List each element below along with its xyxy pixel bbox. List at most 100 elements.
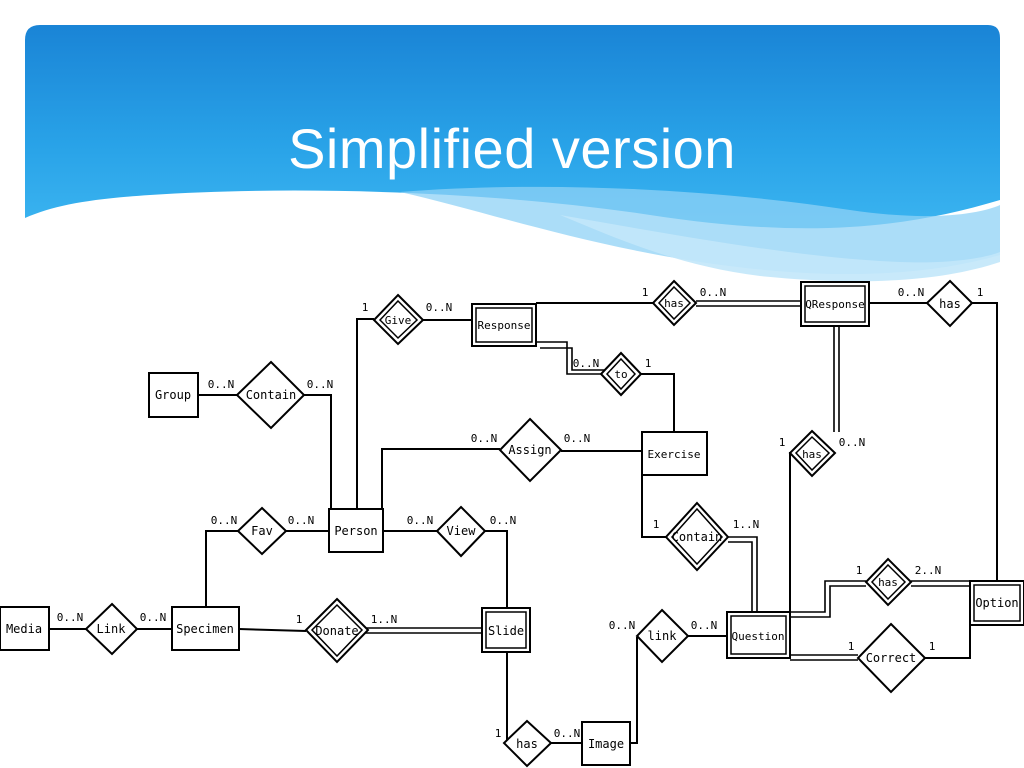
cardinality-label: 0..N bbox=[407, 514, 434, 527]
line-contain-person bbox=[304, 394, 332, 509]
banner-wave-pale bbox=[560, 215, 1000, 282]
banner-background bbox=[25, 25, 1000, 229]
line-specimen-fav bbox=[205, 530, 238, 607]
dbl-line-contain-question bbox=[728, 536, 758, 612]
svg-text:Slide: Slide bbox=[488, 624, 524, 638]
identifying-relationship-has-qresp-question: has bbox=[788, 429, 837, 478]
line-to-exercise bbox=[637, 373, 675, 433]
svg-text:Correct: Correct bbox=[866, 651, 917, 665]
svg-text:has: has bbox=[878, 576, 898, 589]
cardinality-label: 0..N bbox=[57, 611, 84, 624]
cardinality-label: 0..N bbox=[140, 611, 167, 624]
entity-group: Group bbox=[148, 372, 199, 418]
svg-text:Assign: Assign bbox=[508, 443, 551, 457]
relationship-link-media: Link bbox=[84, 602, 139, 656]
cardinality-label: 0..N bbox=[839, 436, 866, 449]
cardinality-label: 1 bbox=[848, 640, 855, 653]
identifying-relationship-has-option-question: has bbox=[864, 557, 913, 607]
identifying-relationship-has-response: has bbox=[651, 279, 698, 327]
entity-image: Image bbox=[581, 721, 631, 766]
cardinality-label: 0..N bbox=[288, 514, 315, 527]
relationship-correct: Correct bbox=[856, 622, 927, 694]
weak-entity-question: Question bbox=[726, 611, 791, 659]
svg-text:to: to bbox=[614, 368, 627, 381]
cardinality-label: 1 bbox=[362, 301, 369, 314]
svg-text:QResponse: QResponse bbox=[805, 298, 865, 311]
cardinality-label: 1 bbox=[977, 286, 984, 299]
svg-text:Option: Option bbox=[975, 596, 1018, 610]
svg-text:Response: Response bbox=[478, 319, 531, 332]
dbl-line-question-correct bbox=[790, 654, 858, 661]
line-has-option bbox=[972, 302, 998, 582]
entity-specimen: Specimen bbox=[171, 606, 240, 651]
svg-text:Person: Person bbox=[334, 524, 377, 538]
cardinality-label: 1 bbox=[856, 564, 863, 577]
cardinality-label: 1 bbox=[296, 613, 303, 626]
weak-entity-slide: Slide bbox=[481, 607, 531, 653]
banner-wave-light bbox=[400, 186, 1000, 275]
dbl-line-has-qresponse bbox=[696, 300, 801, 307]
identifying-relationship-contain-exercise: Contain bbox=[664, 501, 730, 572]
svg-text:Group: Group bbox=[155, 388, 191, 402]
cardinality-label: 1 bbox=[929, 640, 936, 653]
line-exercise-contain bbox=[641, 475, 666, 538]
svg-text:Contain: Contain bbox=[672, 530, 723, 544]
line-person-assign bbox=[381, 448, 500, 509]
svg-text:has: has bbox=[939, 297, 961, 311]
weak-entity-response: Response bbox=[471, 303, 537, 347]
svg-text:Exercise: Exercise bbox=[648, 448, 701, 461]
relationship-fav: Fav bbox=[236, 506, 288, 556]
svg-text:Question: Question bbox=[732, 630, 785, 643]
cardinality-label: 0..N bbox=[573, 357, 600, 370]
line-question-has-qresp bbox=[789, 452, 812, 614]
cardinality-label: 1 bbox=[495, 727, 502, 740]
svg-text:Image: Image bbox=[588, 737, 624, 751]
cardinality-label: 1 bbox=[653, 518, 660, 531]
svg-text:View: View bbox=[447, 524, 477, 538]
dbl-line-response-to bbox=[536, 341, 605, 375]
cardinality-label: 0..N bbox=[307, 378, 334, 391]
cardinality-label: 0..N bbox=[564, 432, 591, 445]
cardinality-label: 1..N bbox=[733, 518, 760, 531]
cardinality-label: 1 bbox=[779, 436, 786, 449]
cardinality-label: 0..N bbox=[898, 286, 925, 299]
svg-text:Specimen: Specimen bbox=[176, 622, 234, 636]
relationship-assign: Assign bbox=[498, 417, 563, 483]
identifying-relationship-donate: Donate bbox=[304, 597, 370, 664]
cardinality-label: 1 bbox=[645, 357, 652, 370]
svg-text:has: has bbox=[516, 737, 538, 751]
line-correct-option bbox=[925, 625, 971, 659]
cardinality-label: 0..N bbox=[554, 727, 581, 740]
svg-text:has: has bbox=[802, 448, 822, 461]
line-slide-has bbox=[506, 652, 518, 744]
cardinality-label: 0..N bbox=[426, 301, 453, 314]
entity-media: Media bbox=[0, 606, 50, 651]
title-banner bbox=[25, 25, 1000, 282]
dbl-line-donate-slide bbox=[355, 627, 482, 634]
line-image-link bbox=[630, 637, 638, 744]
svg-text:Contain: Contain bbox=[246, 388, 297, 402]
cardinality-label: 1..N bbox=[371, 613, 398, 626]
cardinality-label: 2..N bbox=[915, 564, 942, 577]
weak-entity-option: Option bbox=[969, 580, 1024, 626]
cardinality-label: 0..N bbox=[490, 514, 517, 527]
cardinality-label: 0..N bbox=[471, 432, 498, 445]
svg-text:link: link bbox=[648, 629, 678, 643]
relationship-contain-group: Contain bbox=[235, 360, 306, 430]
dbl-line-has-option bbox=[911, 580, 972, 587]
cardinality-label: 0..N bbox=[691, 619, 718, 632]
weak-entity-qresponse: QResponse bbox=[800, 281, 870, 327]
cardinality-label: 0..N bbox=[700, 286, 727, 299]
identifying-relationship-to: to bbox=[599, 351, 643, 397]
svg-text:Media: Media bbox=[6, 622, 42, 636]
line-person-give bbox=[356, 318, 374, 509]
cardinality-label: 0..N bbox=[211, 514, 238, 527]
cardinality-label: 1 bbox=[642, 286, 649, 299]
relationship-has-slide-image: has bbox=[502, 719, 553, 768]
entity-exercise: Exercise bbox=[641, 431, 708, 476]
svg-text:has: has bbox=[664, 297, 684, 310]
relationship-view: View bbox=[435, 505, 487, 558]
cardinality-label: 0..N bbox=[609, 619, 636, 632]
identifying-relationship-give: Give bbox=[372, 293, 425, 346]
